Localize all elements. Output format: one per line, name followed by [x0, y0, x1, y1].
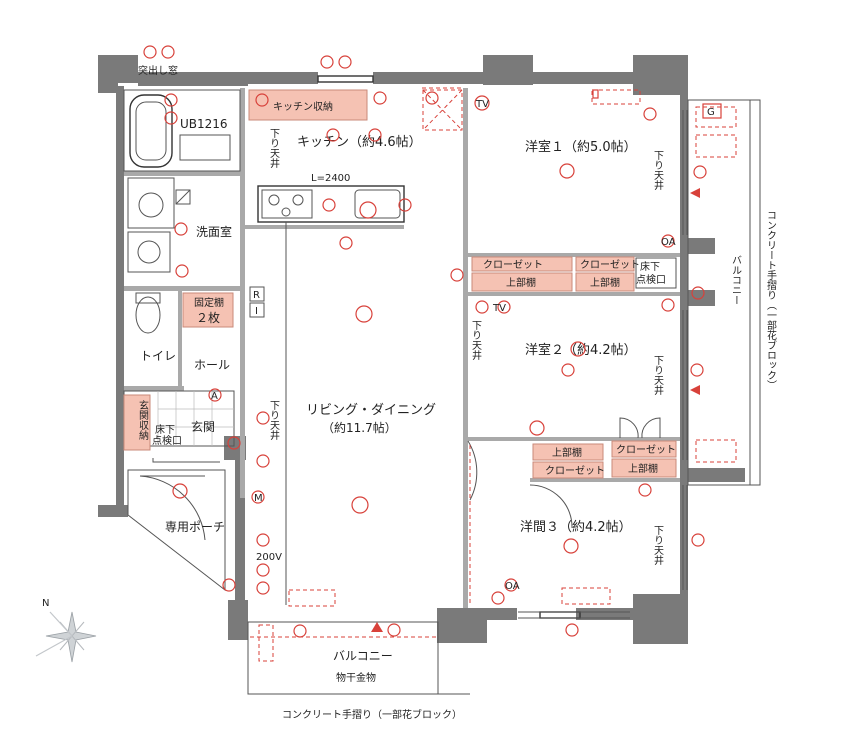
entrance-storage-label: 玄関収納	[137, 399, 149, 441]
toilet-label: トイレ	[140, 349, 176, 363]
western3-label: 洋間３（約4.2帖）	[520, 520, 632, 535]
kitchen: キッチン収納 キッチン（約4.6帖） 下り天井 L=2400	[248, 89, 422, 605]
oa-symbol-1: OA	[661, 237, 676, 248]
washroom: 洗面室	[127, 177, 232, 273]
handrail-bottom-label: コンクリート手摺り（一部花ブロック）	[282, 708, 462, 721]
western3-dropped-ceiling: 下り天井	[652, 525, 664, 566]
closet-label-1a: クローゼット	[483, 259, 543, 271]
kitchen-dropped-ceiling: 下り天井	[268, 128, 280, 169]
drying-hardware-label: 物干金物	[336, 671, 376, 684]
upper-shelf-1b: 上部棚	[590, 276, 620, 289]
a-symbol: A	[211, 391, 218, 402]
gas-meter-label: G	[707, 107, 715, 118]
living-label-2: （約11.7帖）	[322, 420, 397, 435]
closet-row-1: クローゼット クローゼット 上部棚 上部棚 床下 点検口	[471, 256, 677, 292]
western-room-3: 洋間３（約4.2帖） 下り天井	[467, 440, 664, 605]
counter-length-label: L=2400	[311, 173, 350, 184]
m-symbol: M	[254, 493, 263, 504]
electrical-symbols: 突出し窓 M 200V A TV OA	[138, 45, 707, 638]
ub-label: UB1216	[180, 117, 228, 131]
room-hatch-label-1: 床下	[640, 260, 660, 273]
oa-symbol-2: OA	[505, 581, 520, 592]
corridor-dropped-ceiling: 下り天井	[470, 320, 482, 361]
fixed-shelf-label-1: 固定棚	[194, 296, 224, 309]
handrail-right-label: コンクリート手摺り（一部花ブロック）	[765, 210, 777, 390]
western2-dropped-ceiling: 下り天井	[652, 355, 664, 396]
upper-shelf-2b: 上部棚	[628, 462, 658, 475]
walls	[98, 55, 745, 644]
entrance-hatch-label-1: 床下	[155, 423, 175, 436]
closet-label-1b: クローゼット	[580, 259, 640, 271]
kitchen-label: キッチン（約4.6帖）	[297, 135, 422, 150]
porch-label: 専用ポーチ	[165, 520, 225, 534]
porch: 専用ポーチ	[127, 469, 226, 592]
toilet-hall: トイレ 固定棚 ２枚 ホール R I	[135, 286, 265, 372]
upper-shelf-2a: 上部棚	[552, 446, 582, 459]
closet-label-2a: クローゼット	[545, 465, 605, 477]
western-room-2: 洋室２（約4.2帖） 下り天井 下り天井	[470, 320, 664, 396]
closet-label-2b: クローゼット	[616, 444, 676, 456]
compass-north-label: N	[42, 598, 49, 609]
entrance-hatch-label-2: 点検口	[152, 434, 182, 447]
balcony-right-label: バルコニー	[730, 255, 742, 305]
western1-dropped-ceiling: 下り天井	[652, 150, 664, 191]
upper-shelf-1a: 上部棚	[506, 276, 536, 289]
western-room-1: 洋室１（約5.0帖） 下り天井	[525, 89, 664, 191]
windows	[317, 75, 688, 619]
living-dropped-ceiling: 下り天井	[268, 400, 280, 441]
unit-bath: UB1216	[123, 89, 241, 172]
room-hatch-label-2: 点検口	[636, 273, 666, 286]
hall-label: ホール	[194, 358, 230, 372]
i-symbol: I	[255, 306, 258, 317]
200v-symbol: 200V	[256, 552, 282, 563]
western1-label: 洋室１（約5.0帖）	[525, 139, 637, 155]
western2-label: 洋室２（約4.2帖）	[525, 342, 637, 358]
bay-window-label: 突出し窓	[138, 64, 178, 77]
tv-symbol-1: TV	[475, 99, 489, 110]
r-symbol: R	[253, 290, 260, 301]
living-dining: リビング・ダイニング （約11.7帖） 下り天井	[268, 87, 463, 607]
balcony-bottom-label: バルコニー	[333, 649, 393, 663]
kitchen-storage-label: キッチン収納	[273, 100, 333, 113]
compass-icon: N	[35, 598, 97, 663]
fixed-shelf-label-2: ２枚	[196, 310, 220, 325]
right-balcony: G バルコニー コンクリート手摺り（一部花ブロック）	[687, 99, 777, 486]
closet-row-2: 上部棚 クローゼット クローゼット 上部棚	[532, 417, 677, 479]
bottom-balcony: バルコニー 物干金物 コンクリート手摺り（一部花ブロック）	[247, 621, 470, 721]
living-label-1: リビング・ダイニング	[306, 403, 436, 418]
entrance-label: 玄関	[191, 419, 215, 434]
tv-symbol-2: TV	[492, 303, 506, 314]
washroom-label: 洗面室	[196, 224, 232, 239]
entrance: 玄関収納 玄関 床下 点検口	[123, 390, 235, 463]
